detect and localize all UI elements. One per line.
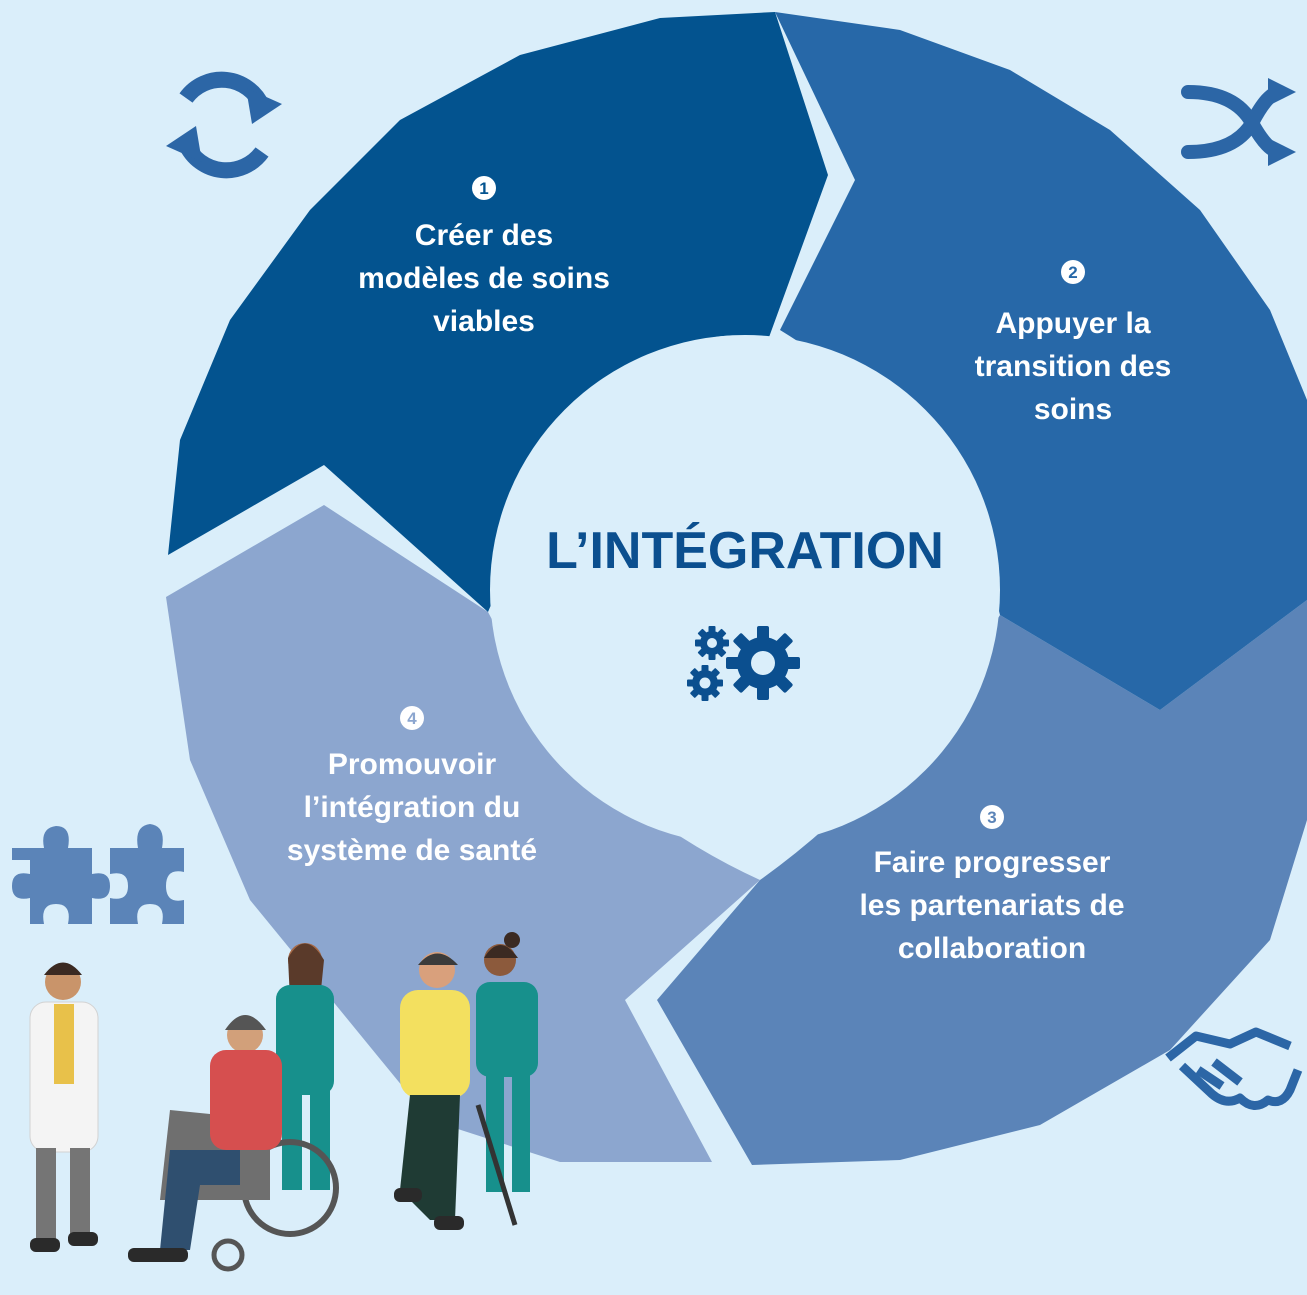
refresh-cycle-icon [166, 71, 282, 179]
handshake-icon [1165, 1027, 1303, 1110]
segment-3-label: 3 Faire progresser les partenariats de c… [859, 805, 1125, 965]
puzzle-icon [12, 824, 184, 924]
segment-1-line-3: viables [433, 305, 535, 338]
segment-1-number: 1 [479, 179, 488, 198]
center-title: L’INTÉGRATION [546, 522, 944, 580]
segment-1-line-1: Créer des [415, 219, 553, 252]
segment-3-line-2: les partenariats de [859, 889, 1124, 922]
segment-4-number: 4 [407, 709, 417, 728]
segment-3-line-1: Faire progresser [874, 846, 1111, 879]
segment-3-number: 3 [987, 808, 996, 827]
doctor-figure [29, 962, 99, 1252]
care-team-people-illustration [29, 932, 538, 1272]
segment-2-shape [775, 12, 1307, 710]
segment-2-line-1: Appuyer la [995, 307, 1150, 340]
segment-2-line-2: transition des [975, 350, 1172, 383]
segment-2-number: 2 [1068, 263, 1077, 282]
walking-patient-figure [394, 952, 470, 1230]
nurse-figure-2 [475, 932, 538, 1226]
shuffle-arrows-icon [1181, 78, 1296, 166]
segment-4-label: 4 Promouvoir l’intégration du système de… [287, 706, 537, 867]
segment-4-line-2: l’intégration du [304, 791, 521, 824]
segment-2-label: 2 Appuyer la transition des soins [975, 260, 1172, 426]
segment-4-shape [166, 505, 760, 1162]
center-circle [490, 335, 1000, 845]
segment-1-shape [168, 12, 828, 612]
segment-1-line-2: modèles de soins [358, 262, 610, 295]
segment-1-label: 1 Créer des modèles de soins viables [358, 176, 610, 338]
segment-3-shape [657, 600, 1307, 1165]
wheelchair-figure [128, 1015, 339, 1272]
segment-4-line-3: système de santé [287, 834, 537, 867]
segment-2-line-3: soins [1034, 393, 1112, 426]
gears-icon [687, 626, 800, 701]
segment-4-line-1: Promouvoir [328, 748, 497, 781]
segment-3-line-3: collaboration [898, 932, 1086, 965]
